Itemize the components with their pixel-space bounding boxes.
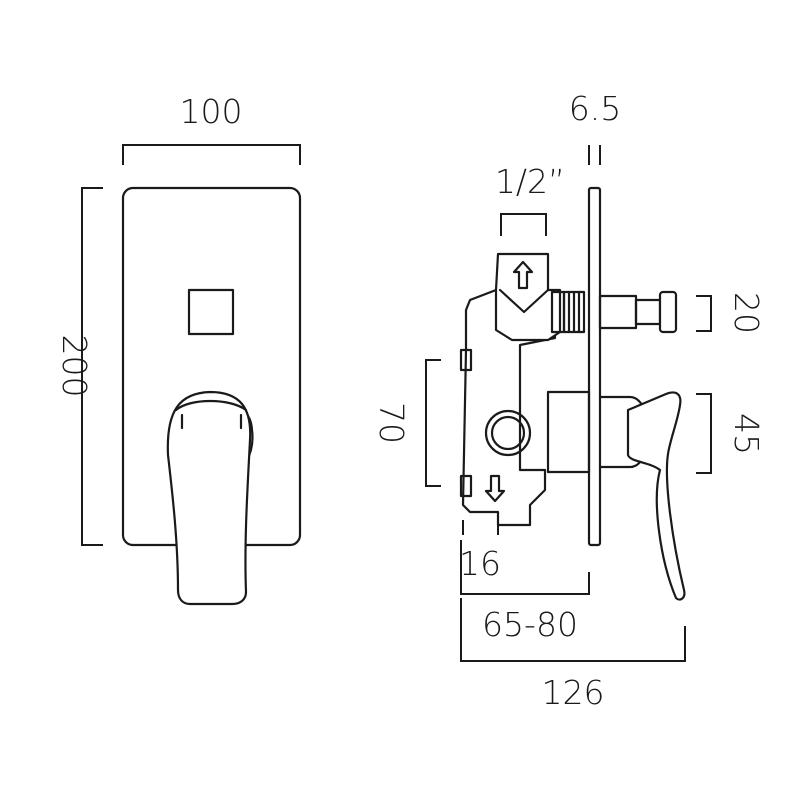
diverter-button: [187, 288, 235, 336]
inlet-fitting: [494, 252, 562, 342]
side-view: 6.5 1/2”: [372, 89, 766, 712]
flow-down-arrow-icon: [484, 474, 506, 503]
wall-depth-label: 65-80: [482, 605, 578, 644]
lower-port-clip: [459, 474, 473, 498]
cartridge-body: [546, 390, 591, 474]
total-depth-label: 126: [542, 673, 605, 712]
lever-height-dimension-line: [696, 393, 712, 474]
side-lever: [626, 391, 686, 601]
front-lever-top-edge: [174, 400, 248, 412]
inlet-fitting-chevron: [498, 288, 550, 314]
lever-height-label: 45: [727, 413, 766, 455]
port-spacing-label: 70: [372, 402, 411, 444]
front-width-label: 100: [180, 92, 243, 131]
upper-port-clip: [459, 348, 473, 372]
plate-thickness-label: 6.5: [569, 89, 621, 128]
front-view: 100 200: [55, 92, 302, 606]
inlet-size-label: 1/2”: [495, 162, 565, 201]
front-lever: [166, 390, 252, 606]
port-offset-label: 16: [459, 544, 501, 583]
total-depth-dimension-line: [460, 598, 686, 662]
inlet-size-dimension-line: [500, 213, 547, 236]
side-cover-plate: [587, 186, 602, 547]
front-height-label: 200: [55, 335, 94, 398]
diverter-knob-cap: [658, 290, 678, 334]
diverter-spindle: [598, 294, 638, 330]
outlet-port-inner: [490, 415, 526, 451]
flow-up-arrow-icon: [512, 260, 534, 290]
outlet-port: [484, 409, 532, 457]
front-width-dimension-line: [122, 144, 301, 165]
outlet-height-dimension-line: [696, 295, 712, 332]
wall-depth-dimension-line: [460, 540, 590, 595]
diverter-knob-shaft: [634, 298, 662, 326]
outlet-height-label: 20: [727, 292, 766, 334]
port-spacing-dimension-line: [425, 359, 441, 487]
front-height-dimension-line: [81, 187, 103, 546]
valve-body-outline: [461, 288, 557, 527]
